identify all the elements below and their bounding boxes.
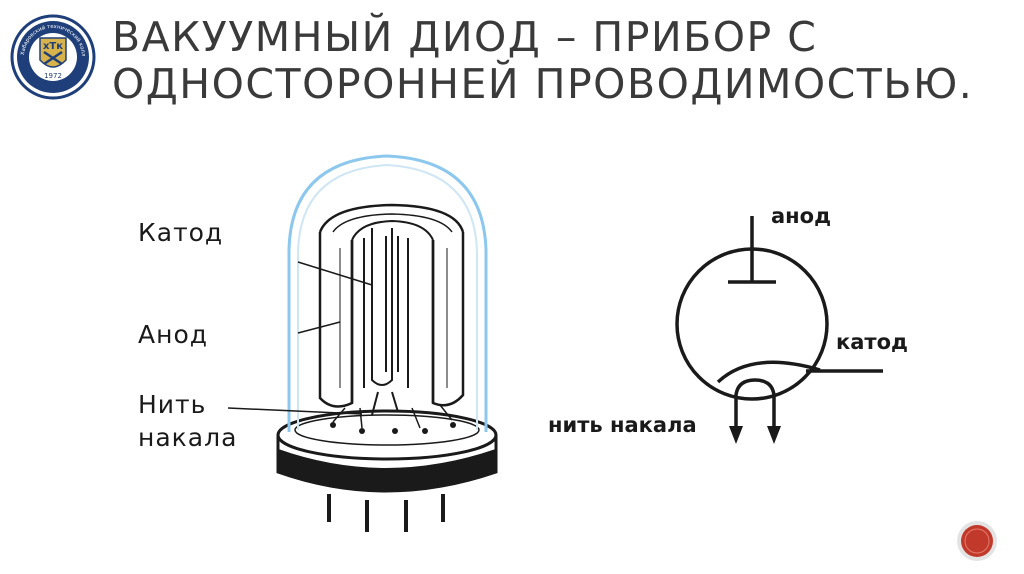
- symbol-label-cathode: катод: [836, 330, 908, 354]
- label-filament-line-2: накала: [138, 423, 238, 452]
- symbol-arrows: [729, 426, 781, 444]
- tube-pins: [327, 494, 445, 532]
- logo-year: 1972: [44, 72, 62, 80]
- arrow-down-icon: [767, 426, 781, 444]
- title-line-2: ОДНОСТОРОННЕЙ ПРОВОДИМОСТЬЮ.: [112, 60, 974, 108]
- logo-initials: хТк: [43, 41, 63, 52]
- label-filament-line-1: Нить: [138, 390, 207, 419]
- hammers-icon: [43, 50, 63, 66]
- symbol-label-anode: анод: [771, 204, 832, 228]
- tube-base: [276, 409, 498, 493]
- page-title: ВАКУУМНЫЙ ДИОД – ПРИБОР С ОДНОСТОРОННЕЙ …: [112, 14, 992, 108]
- label-anode: Анод: [138, 320, 209, 349]
- cathode-rods: [363, 228, 409, 416]
- arrow-down-icon: [729, 426, 743, 444]
- tube-leader-lines: [227, 261, 373, 415]
- title-line-1: ВАКУУМНЫЙ ДИОД – ПРИБОР С: [112, 13, 818, 61]
- nav-button-highlight: [964, 528, 990, 554]
- filament-leads: [332, 404, 453, 429]
- college-logo: хТк 1972 Хабаровский технический колледж: [10, 14, 96, 100]
- base-pin-dots: [330, 422, 456, 434]
- glass-bulb: [287, 154, 488, 432]
- next-slide-button[interactable]: [956, 520, 998, 562]
- symbol-cathode-arc: [716, 360, 821, 384]
- label-cathode: Катод: [138, 218, 224, 247]
- circle-nav-icon: [961, 525, 993, 557]
- symbol-label-filament: нить накала: [548, 413, 697, 437]
- symbol-filament: [734, 378, 776, 430]
- anode-cylinder: [318, 203, 465, 408]
- shield-icon: [39, 37, 67, 68]
- glass-bulb-inner: [297, 163, 478, 430]
